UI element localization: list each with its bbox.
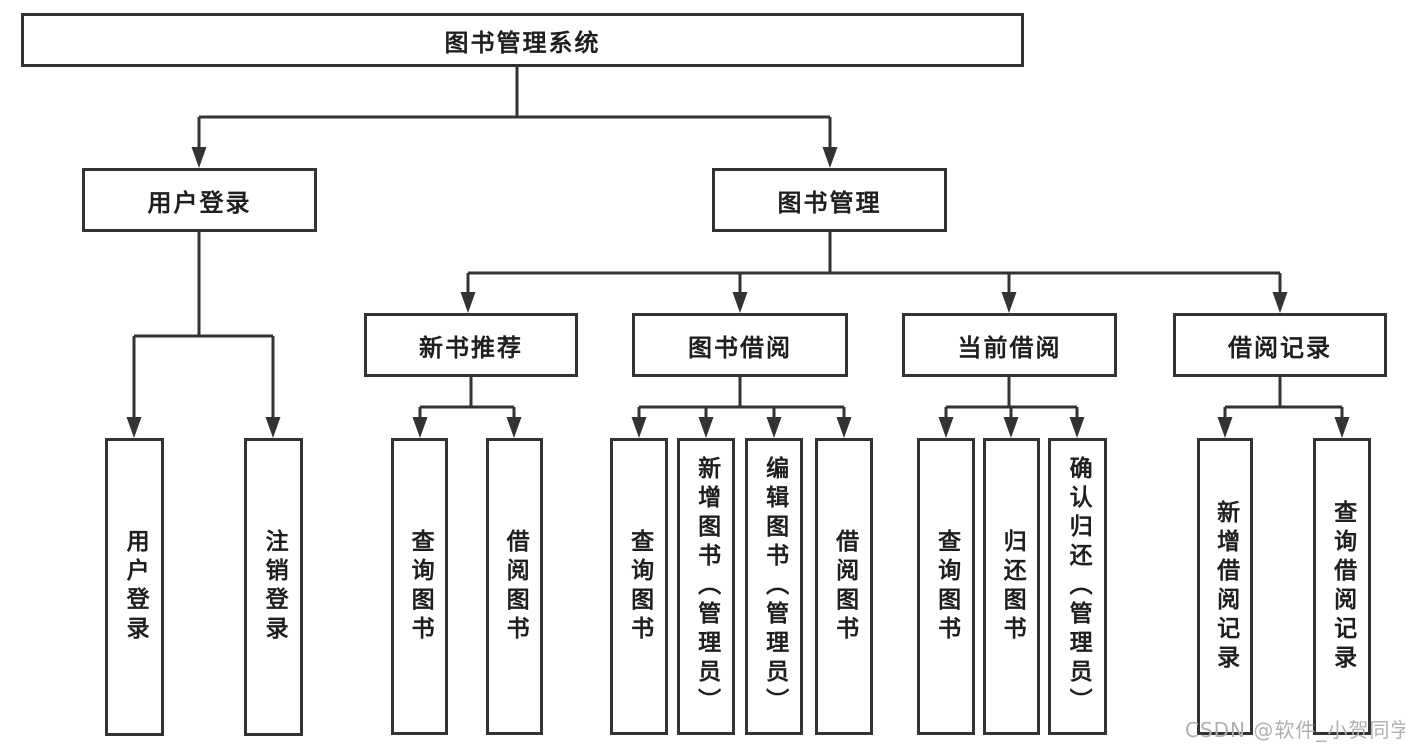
node-borrow-records-label: 借阅记录: [1228, 333, 1332, 362]
node-user-login: 用户登录: [82, 168, 317, 232]
leaf-logout-label: 注销登录: [261, 529, 288, 645]
leaf-query-borrow-record: 查询借阅记录: [1313, 438, 1371, 735]
node-system-root: 图书管理系统: [21, 13, 1024, 67]
leaf-query-books-borrow: 查询图书: [610, 438, 668, 735]
leaf-return-book-label: 归还图书: [999, 528, 1026, 645]
node-system-root-label: 图书管理系统: [444, 28, 601, 57]
leaf-add-book-admin-label: 新增图书（管理员）: [693, 456, 720, 717]
leaf-query-books-current-label: 查询图书: [933, 528, 960, 645]
node-user-login-label: 用户登录: [147, 188, 252, 217]
leaf-borrow-books-borrow-label: 借阅图书: [831, 528, 858, 645]
node-new-book-recommend-label: 新书推荐: [419, 333, 523, 362]
node-current-borrow: 当前借阅: [902, 313, 1117, 377]
leaf-confirm-return-admin: 确认归还（管理员）: [1048, 438, 1107, 735]
node-book-management: 图书管理: [712, 168, 947, 232]
node-book-borrow-label: 图书借阅: [688, 333, 792, 362]
leaf-add-book-admin: 新增图书（管理员）: [677, 438, 735, 735]
leaf-logout: 注销登录: [244, 438, 303, 736]
leaf-borrow-books-borrow: 借阅图书: [815, 438, 873, 735]
node-new-book-recommend: 新书推荐: [364, 313, 578, 377]
node-book-management-label: 图书管理: [777, 188, 882, 217]
leaf-edit-book-admin: 编辑图书（管理员）: [745, 438, 803, 735]
leaf-query-books-borrow-label: 查询图书: [626, 528, 653, 645]
leaf-query-books-current: 查询图书: [917, 438, 975, 735]
leaf-return-book: 归还图书: [983, 438, 1040, 735]
leaf-query-books-recommend-label: 查询图书: [407, 528, 434, 645]
node-borrow-records: 借阅记录: [1173, 313, 1387, 377]
leaf-confirm-return-admin-label: 确认归还（管理员）: [1065, 456, 1092, 717]
leaf-add-borrow-record-label: 新增借阅记录: [1212, 499, 1239, 674]
leaf-user-login-label: 用户登录: [122, 529, 149, 645]
node-book-borrow: 图书借阅: [632, 313, 848, 377]
leaf-edit-book-admin-label: 编辑图书（管理员）: [761, 456, 788, 717]
leaf-borrow-books-recommend-label: 借阅图书: [502, 528, 529, 645]
arrowhead-icons: [126, 147, 1350, 438]
leaf-query-books-recommend: 查询图书: [391, 438, 448, 735]
leaf-borrow-books-recommend: 借阅图书: [486, 438, 543, 735]
csdn-watermark: CSDN @软件_小贺同学: [1185, 718, 1405, 742]
leaf-add-borrow-record: 新增借阅记录: [1197, 438, 1253, 735]
node-current-borrow-label: 当前借阅: [957, 333, 1062, 362]
leaf-user-login: 用户登录: [105, 438, 164, 736]
leaf-query-borrow-record-label: 查询借阅记录: [1329, 499, 1356, 674]
